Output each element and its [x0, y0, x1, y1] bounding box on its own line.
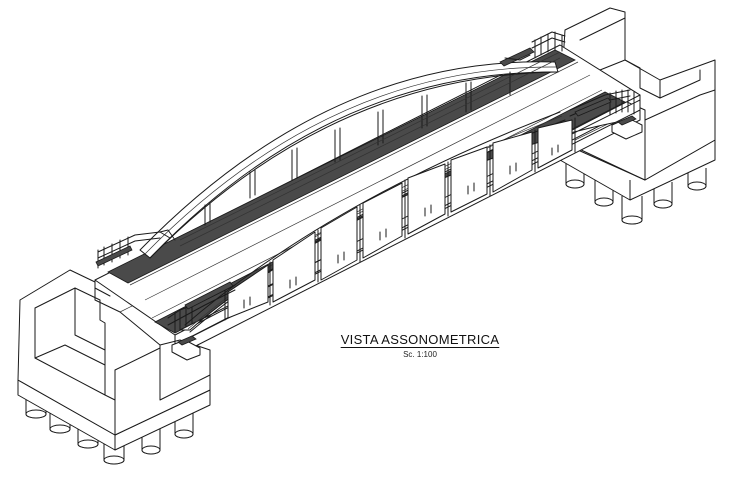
near-abutment [17, 269, 211, 465]
far-bearing [569, 89, 643, 140]
far-arch [139, 51, 561, 259]
far-arch-hangers [204, 71, 511, 226]
near-bearing [167, 281, 236, 361]
far-end-railing [499, 31, 566, 67]
drawing-title-block: VISTA ASSONOMETRICA Sc. 1:100 [330, 332, 510, 359]
girder-panels [224, 117, 576, 321]
near-girder [174, 99, 641, 356]
far-abutment-piles [565, 162, 707, 225]
drawing-title: VISTA ASSONOMETRICA [340, 332, 500, 347]
drawing-scale: Sc. 1:100 [403, 350, 437, 359]
bridge-deck [94, 44, 641, 346]
near-end-railing [95, 229, 176, 269]
